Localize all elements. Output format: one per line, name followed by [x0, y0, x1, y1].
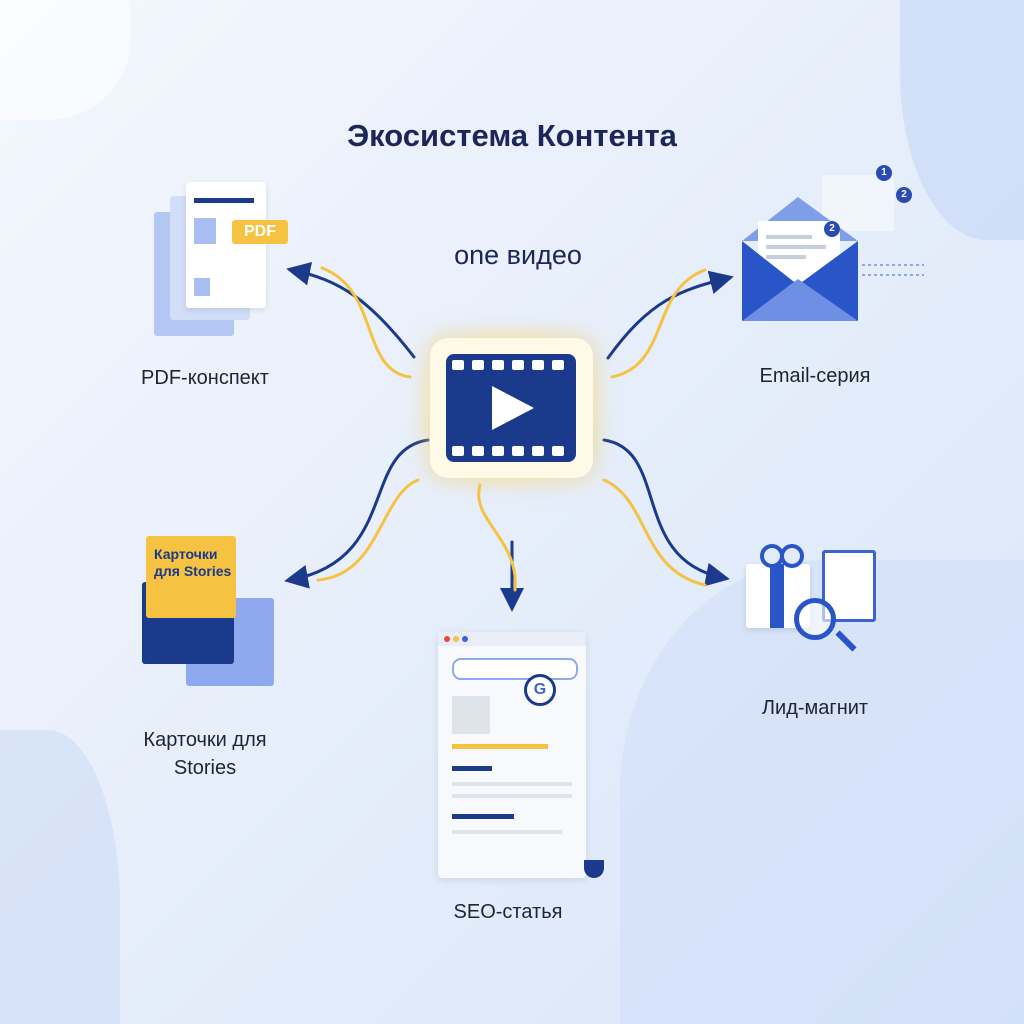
arrow-to-pdf — [286, 261, 416, 359]
story-cards-icon: Карточки для Stories — [140, 536, 280, 688]
yellow-trail — [477, 483, 517, 592]
output-label-cards: Карточки для Stories — [110, 726, 300, 782]
pdf-document-icon: PDF — [150, 182, 290, 342]
arrow-to-email — [606, 270, 734, 360]
seo-article-icon: G — [438, 632, 604, 878]
badge: 2 — [896, 187, 912, 203]
yellow-trail — [602, 478, 707, 587]
label-line: Stories — [173, 757, 237, 779]
card-title: Карточки для Stories — [154, 546, 232, 579]
email-envelope-icon: 1 2 2 — [738, 165, 928, 325]
center-label: one видео — [454, 240, 582, 270]
output-label-lead: Лид-магнит — [761, 697, 869, 719]
video-play-icon — [446, 354, 576, 462]
output-label-email: Email-серия — [759, 365, 871, 387]
badge: 1 — [876, 165, 892, 181]
lead-magnet-gift-icon — [740, 540, 880, 662]
google-search-icon: G — [524, 674, 556, 706]
video-tile[interactable] — [430, 338, 593, 478]
page-title: Экосистема Контента — [347, 118, 677, 153]
yellow-trail — [316, 478, 420, 582]
arrow-to-lead — [602, 438, 730, 587]
yellow-trail — [320, 266, 412, 379]
label-line: Карточки для — [143, 729, 267, 751]
output-label-pdf: PDF-конспект — [141, 367, 269, 389]
yellow-trail — [610, 268, 707, 379]
badge: 2 — [824, 221, 840, 237]
output-label-seo: SEO-статья — [453, 901, 563, 923]
pdf-badge: PDF — [232, 220, 288, 244]
arrow-to-cards — [284, 438, 430, 589]
